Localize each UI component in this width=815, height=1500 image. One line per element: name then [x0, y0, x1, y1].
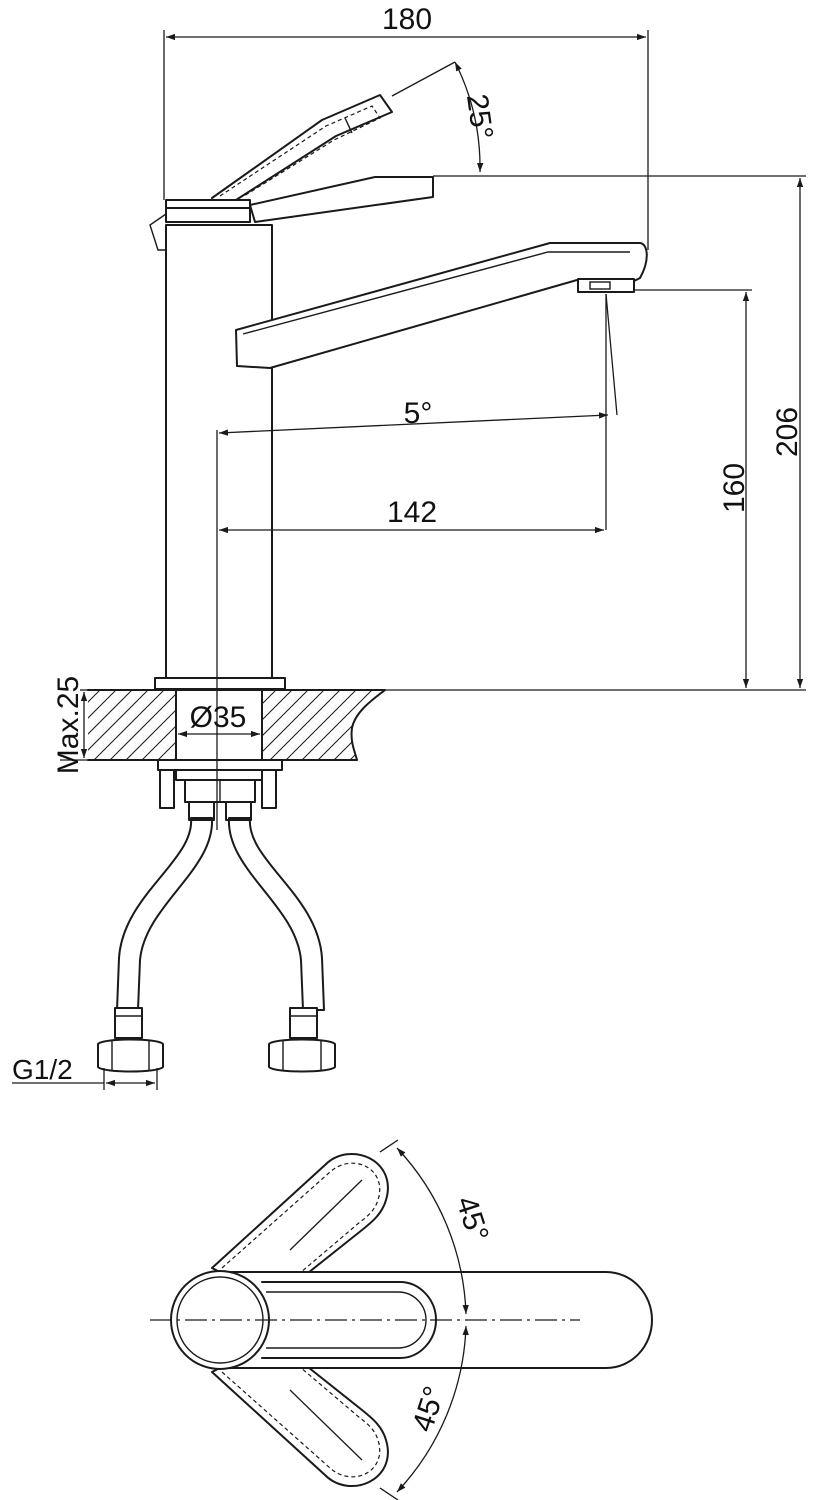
countertop-section — [87, 680, 558, 770]
label-spout-reach: 142 — [387, 496, 437, 529]
spout-rotated-lower — [211, 1339, 389, 1487]
label-spout-angle: 5° — [404, 397, 433, 430]
section-hatch-line — [275, 690, 367, 760]
hose-nuts — [97, 1038, 336, 1073]
label-overall-width: 180 — [382, 3, 432, 36]
dim-spout-reach: 142 — [219, 496, 604, 534]
dim-handle-angle: 25° — [391, 61, 499, 173]
section-hatch-line — [259, 690, 351, 760]
dim-outlet-height: 160 — [634, 289, 752, 688]
section-hatch-line — [88, 690, 143, 760]
aerator — [577, 278, 635, 293]
section-hatch-line — [88, 690, 175, 760]
dim-connection: G1/2 — [12, 1054, 158, 1090]
raised-handle-outline — [211, 94, 393, 201]
label-max-thickness: Max.25 — [52, 676, 85, 774]
section-hatch-line — [436, 680, 526, 770]
flexible-hoses — [114, 817, 325, 1039]
section-hatch-line — [388, 680, 478, 770]
dim-overall-height: 206 — [385, 175, 806, 691]
section-hatch-line — [468, 680, 558, 770]
label-rotation-lower: 45° — [406, 1382, 451, 1435]
section-hatch-line — [88, 690, 111, 760]
section-hatch-line — [291, 690, 383, 760]
base-flange — [154, 677, 286, 690]
body-cap — [149, 199, 251, 251]
dim-hole-diameter: Ø35 — [178, 701, 260, 738]
dim-spout-angle: 5° — [218, 293, 618, 530]
label-rotation-upper: 45° — [449, 1192, 494, 1245]
label-handle-angle: 25° — [460, 92, 499, 142]
section-hatch-line — [355, 690, 385, 760]
section-hatch-line — [452, 680, 542, 770]
label-hole-diameter: Ø35 — [190, 701, 247, 734]
spout-rotated-upper — [211, 1153, 389, 1301]
section-hatch-line — [371, 690, 385, 760]
section-hatch-line — [88, 690, 159, 760]
faucet-body — [165, 224, 273, 679]
mounting-kit — [157, 759, 283, 821]
lever-handle — [249, 176, 434, 223]
label-connection: G1/2 — [12, 1054, 73, 1085]
section-hatch-line — [420, 680, 510, 770]
label-outlet-height: 160 — [718, 463, 751, 513]
section-hatch-line — [404, 680, 494, 770]
dim-overall-width: 180 — [163, 3, 649, 250]
dim-max-thickness: Max.25 — [52, 676, 88, 774]
spout — [235, 242, 648, 369]
section-hatch-line — [88, 690, 127, 760]
label-overall-height: 206 — [771, 407, 804, 457]
